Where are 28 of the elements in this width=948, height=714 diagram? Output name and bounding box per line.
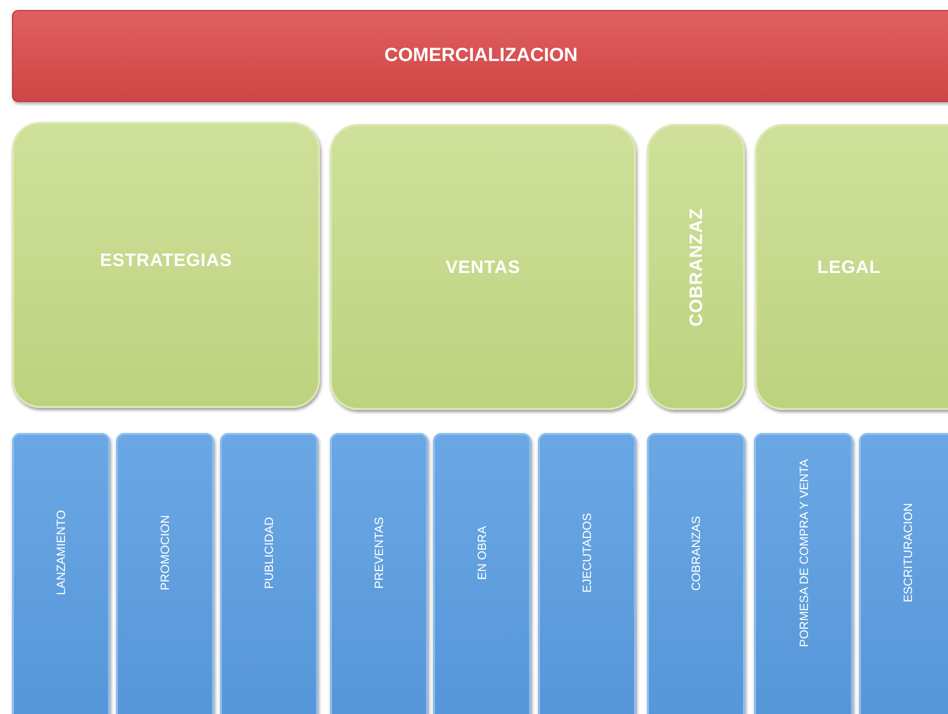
subcategory-bar: [433, 433, 531, 714]
subcategory-label: ESCRITURACION: [901, 503, 915, 603]
category-box: [647, 124, 745, 410]
subcategory-bar: [330, 433, 428, 714]
subcategory-bar: [220, 433, 318, 714]
category-label: VENTAS: [446, 256, 520, 278]
title-banner: [12, 10, 948, 102]
subcategory-label: PREVENTAS: [372, 517, 386, 589]
subcategory-bar: [538, 433, 636, 714]
category-label: ESTRATEGIAS: [100, 250, 232, 270]
subcategory-label: LANZAMIENTO: [54, 510, 68, 596]
subcategory-label: COBRANZAS: [689, 516, 703, 590]
subcategory-bar: [12, 433, 110, 714]
category-label: LEGAL: [817, 256, 881, 278]
subcategory-bar: [647, 433, 745, 714]
subcategory-label: PUBLICIDAD: [262, 516, 276, 590]
subcategory-label: PROMOCION: [158, 515, 172, 591]
category-box: [12, 122, 320, 408]
subcategory-bar: [116, 433, 214, 714]
subcategory-label: PORMESA DE COMPRA Y VENTA: [796, 458, 810, 648]
title: COMERCIALIZACION: [384, 45, 578, 67]
subcategory-label: EJECUTADOS: [580, 513, 594, 593]
subcategory-label: EN OBRA: [475, 526, 489, 580]
category-box: [755, 124, 948, 410]
category-label: COBRANZAZ: [686, 208, 706, 326]
subcategory-bar: [859, 433, 948, 714]
category-box: [330, 124, 636, 410]
subcategory-bar: [754, 433, 853, 714]
